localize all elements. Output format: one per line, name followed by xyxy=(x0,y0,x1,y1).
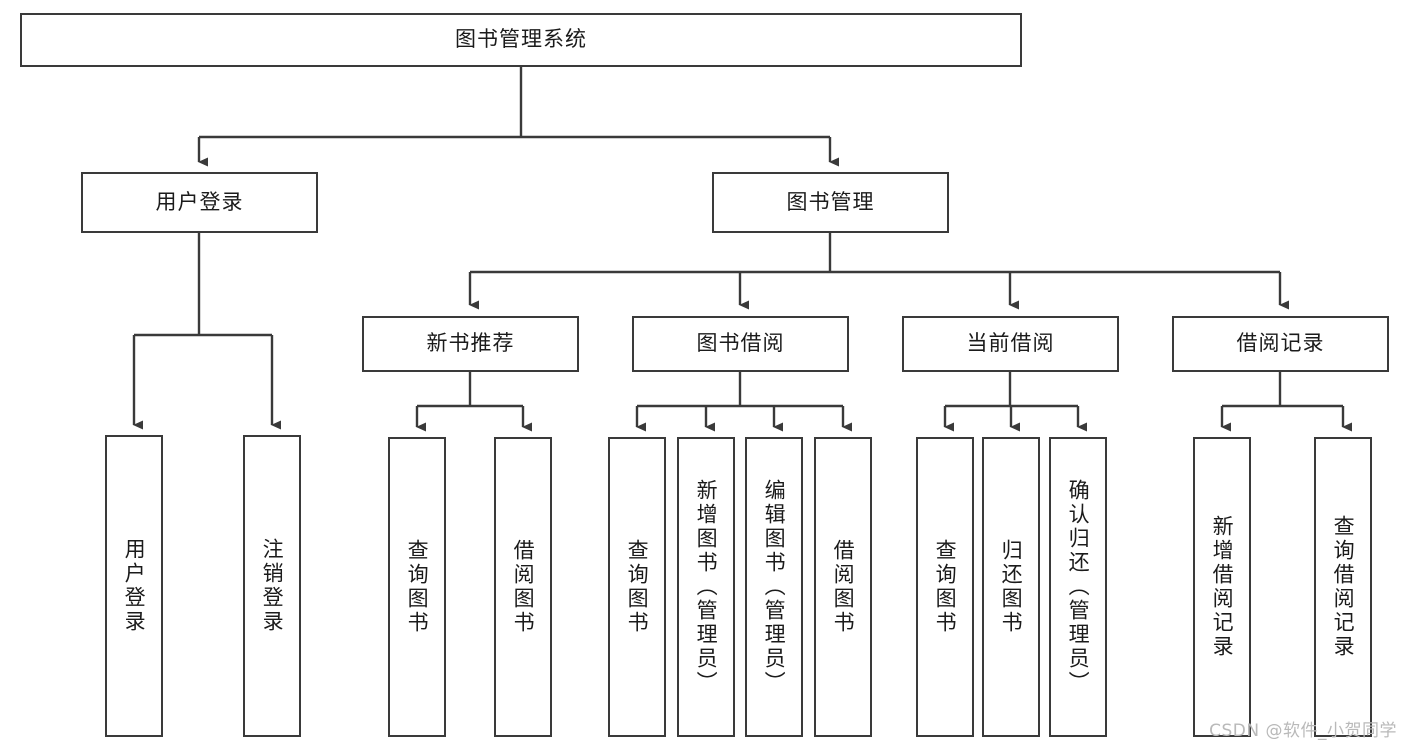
node-book-management[interactable]: 图书管理 xyxy=(712,172,949,233)
node-label: 新书推荐 xyxy=(426,331,515,356)
node-label: 图书管理 xyxy=(786,189,875,214)
node-current-borrow[interactable]: 当前借阅 xyxy=(902,316,1119,372)
leaf-borrow-query-book[interactable]: 查询图书 xyxy=(608,437,666,737)
node-label: 借阅图书 xyxy=(831,539,856,635)
leaf-record-query-record[interactable]: 查询借阅记录 xyxy=(1314,437,1372,737)
node-label: 编辑图书（管理员） xyxy=(762,479,787,695)
leaf-current-confirm-return-admin[interactable]: 确认归还（管理员） xyxy=(1049,437,1107,737)
node-label: 新增图书（管理员） xyxy=(694,479,719,695)
node-label: 图书借阅 xyxy=(696,331,785,356)
node-label: 查询图书 xyxy=(933,539,958,635)
node-label: 查询图书 xyxy=(405,539,430,635)
leaf-borrow-borrow-book[interactable]: 借阅图书 xyxy=(814,437,872,737)
node-new-book-recommend[interactable]: 新书推荐 xyxy=(362,316,579,372)
node-root-system[interactable]: 图书管理系统 xyxy=(20,13,1022,67)
csdn-watermark: CSDN @软件_小贺同学 xyxy=(1209,721,1397,741)
leaf-record-add-record[interactable]: 新增借阅记录 xyxy=(1193,437,1251,737)
node-label: 查询借阅记录 xyxy=(1331,515,1356,659)
node-label: 确认归还（管理员） xyxy=(1066,479,1091,695)
leaf-user-login-logout[interactable]: 注销登录 xyxy=(243,435,301,737)
node-label: 借阅图书 xyxy=(511,539,536,635)
leaf-new-book-query[interactable]: 查询图书 xyxy=(388,437,446,737)
node-label: 当前借阅 xyxy=(966,331,1055,356)
node-label: 注销登录 xyxy=(260,538,285,634)
node-label: 归还图书 xyxy=(999,539,1024,635)
node-book-borrow[interactable]: 图书借阅 xyxy=(632,316,849,372)
leaf-borrow-add-book-admin[interactable]: 新增图书（管理员） xyxy=(677,437,735,737)
leaf-user-login-do-login[interactable]: 用户登录 xyxy=(105,435,163,737)
node-label: 用户登录 xyxy=(122,538,147,634)
leaf-current-query-book[interactable]: 查询图书 xyxy=(916,437,974,737)
node-borrow-record[interactable]: 借阅记录 xyxy=(1172,316,1389,372)
node-label: 用户登录 xyxy=(155,189,244,214)
node-user-login[interactable]: 用户登录 xyxy=(81,172,318,233)
leaf-new-book-borrow[interactable]: 借阅图书 xyxy=(494,437,552,737)
node-label: 借阅记录 xyxy=(1236,331,1325,356)
node-label: 图书管理系统 xyxy=(455,27,587,52)
node-label: 新增借阅记录 xyxy=(1210,515,1235,659)
leaf-current-return-book[interactable]: 归还图书 xyxy=(982,437,1040,737)
leaf-borrow-edit-book-admin[interactable]: 编辑图书（管理员） xyxy=(745,437,803,737)
node-label: 查询图书 xyxy=(625,539,650,635)
